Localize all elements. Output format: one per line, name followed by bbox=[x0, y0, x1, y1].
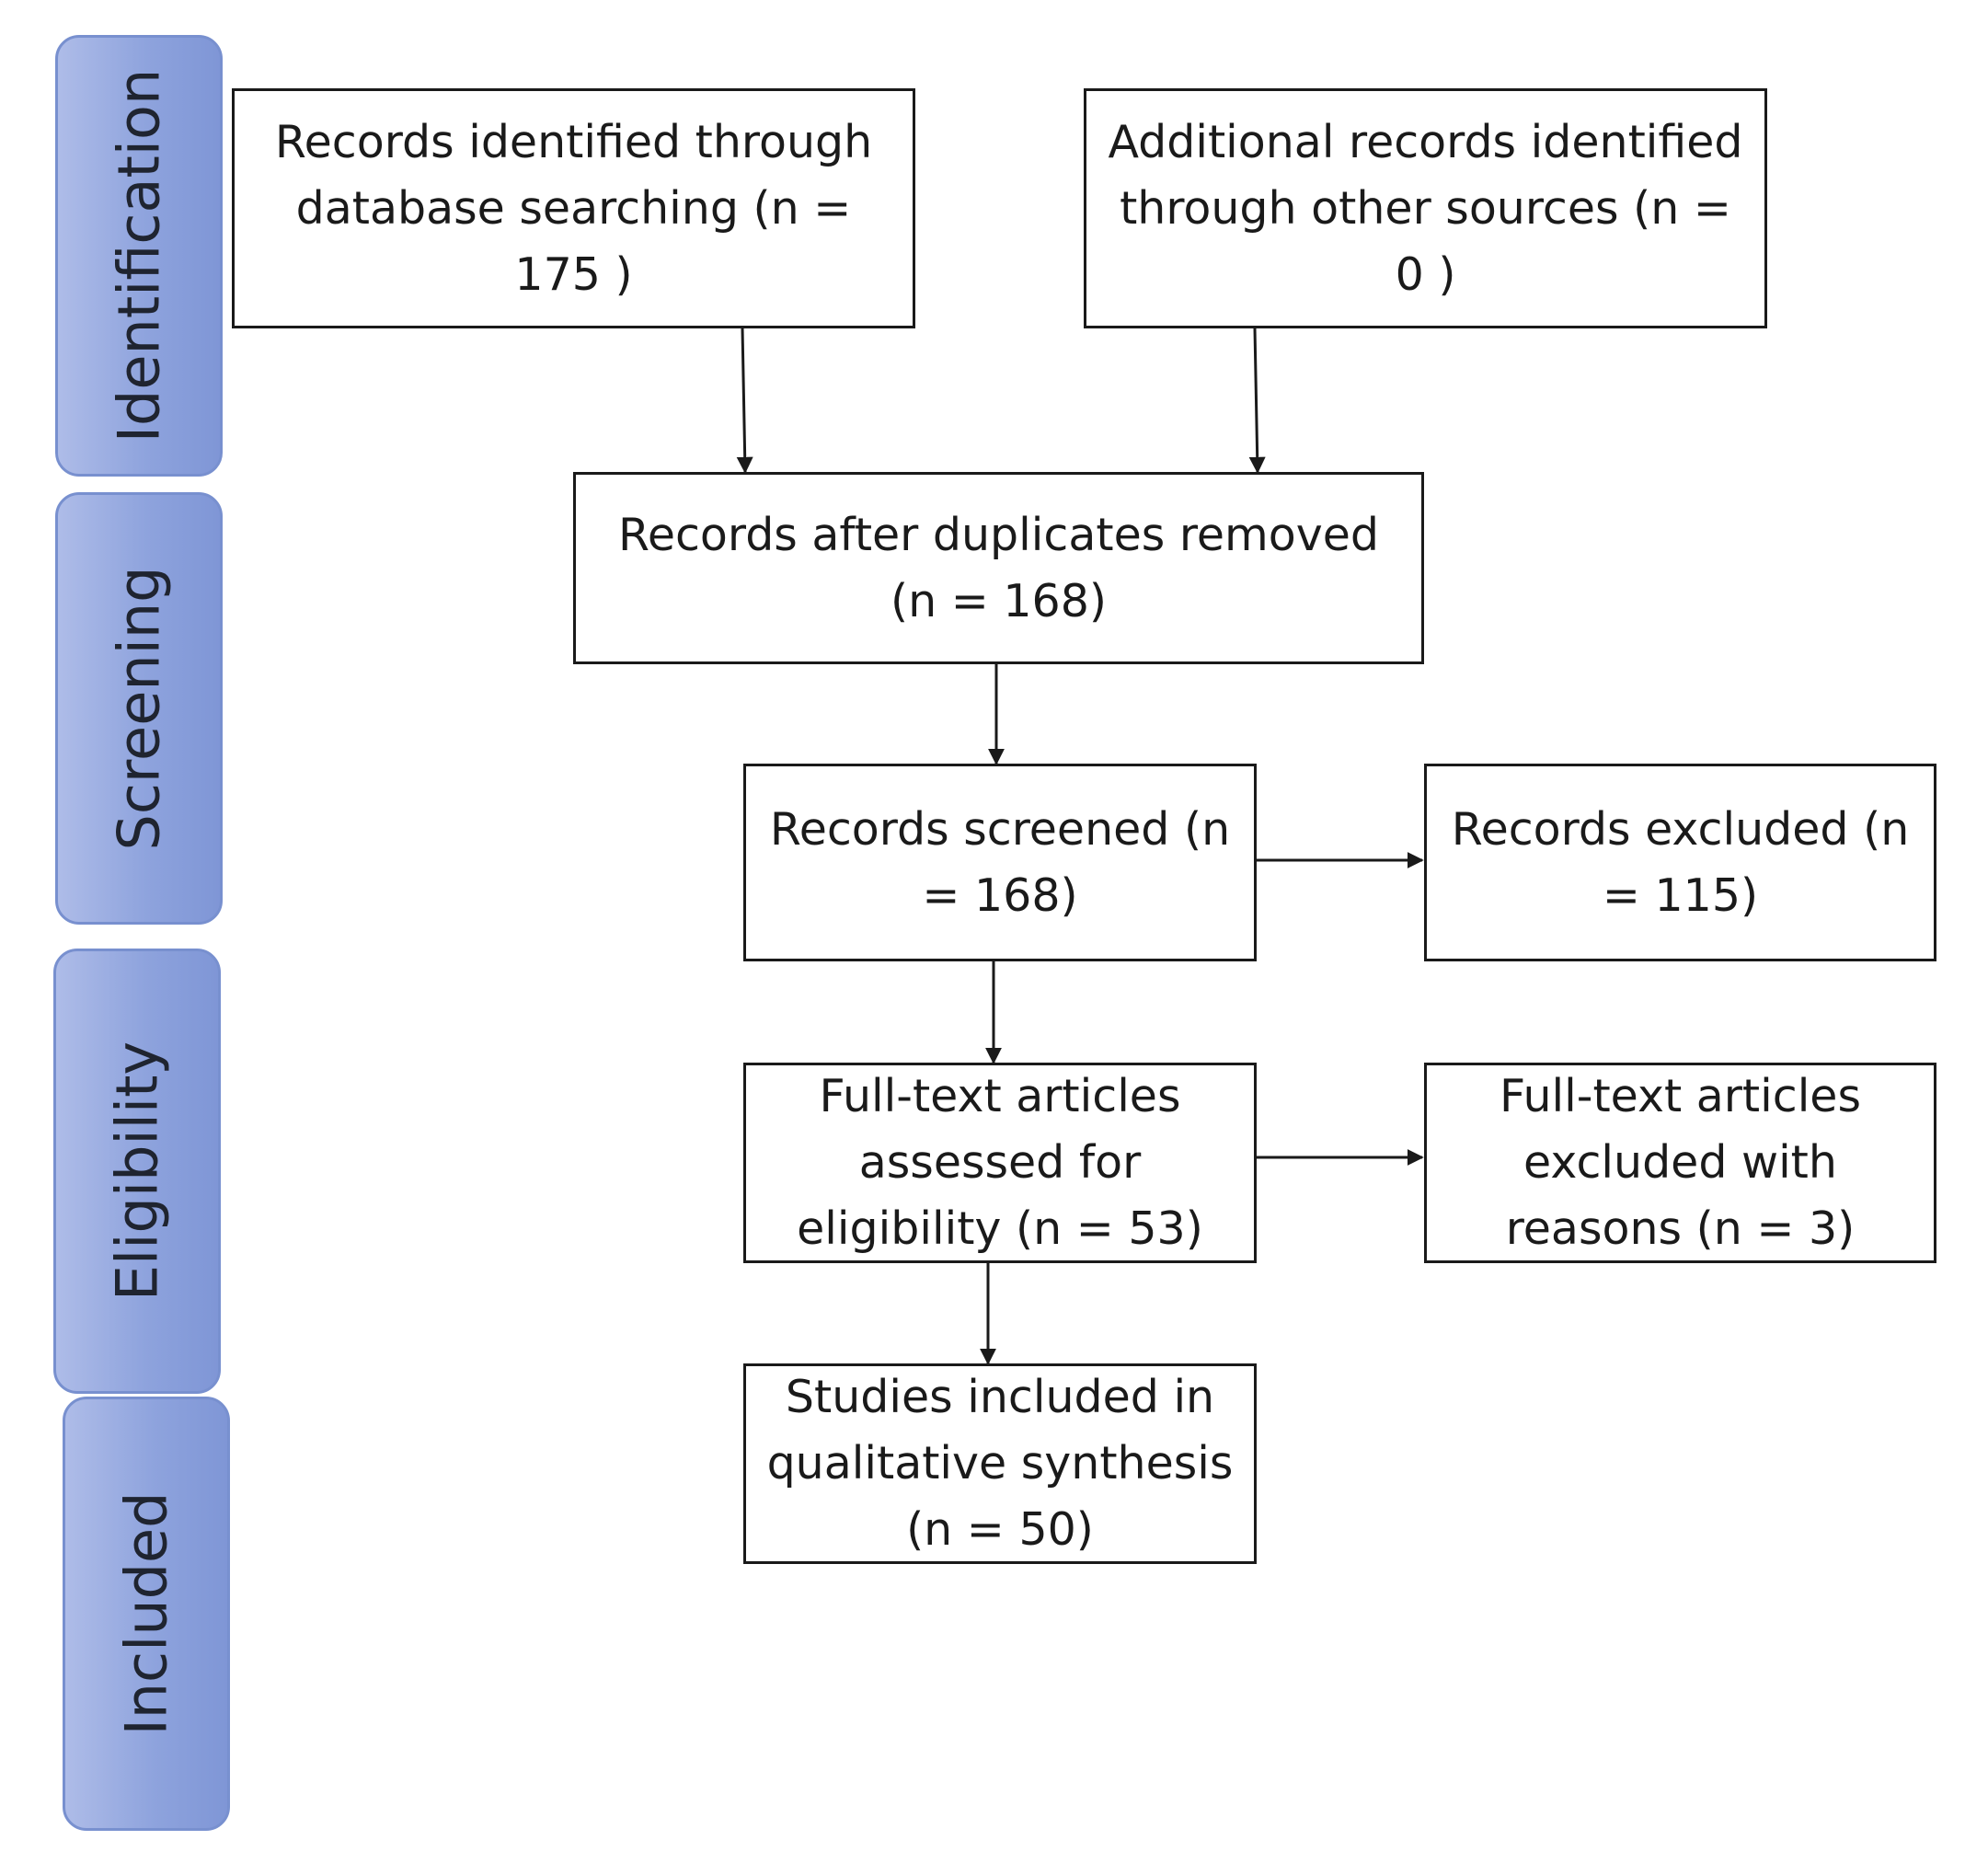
box-records-screened: Records screened (n = 168) bbox=[743, 764, 1257, 961]
box-fulltext-excluded-text: Full-text articles excluded with reasons… bbox=[1500, 1070, 1861, 1255]
box-records-excluded-text: Records excluded (n = 115) bbox=[1451, 802, 1910, 922]
phase-screening: Screening bbox=[55, 492, 223, 925]
box-studies-included: Studies included in qualitative synthesi… bbox=[743, 1363, 1257, 1564]
phase-included: Included bbox=[63, 1397, 230, 1831]
box-fulltext-assessed-text: Full-text articles assessed for eligibil… bbox=[797, 1070, 1203, 1255]
box-fulltext-assessed: Full-text articles assessed for eligibil… bbox=[743, 1063, 1257, 1263]
phase-identification: Identification bbox=[55, 35, 223, 477]
box-studies-included-text: Studies included in qualitative synthesi… bbox=[766, 1371, 1234, 1556]
box-other-records-text: Additional records identified through ot… bbox=[1108, 115, 1743, 301]
arrow-database-to-deduplicated bbox=[736, 328, 753, 474]
box-database-records: Records identified through database sear… bbox=[232, 88, 915, 328]
arrow-other-to-deduplicated bbox=[1248, 328, 1266, 474]
box-database-records-text: Records identified through database sear… bbox=[274, 115, 873, 301]
box-after-duplicates: Records after duplicates removed (n = 16… bbox=[573, 472, 1424, 664]
box-records-screened-text: Records screened (n = 168) bbox=[769, 802, 1231, 922]
phase-eligibility: Eligibility bbox=[53, 949, 221, 1394]
box-records-excluded: Records excluded (n = 115) bbox=[1424, 764, 1936, 961]
box-after-duplicates-text: Records after duplicates removed (n = 16… bbox=[618, 508, 1379, 627]
box-fulltext-excluded: Full-text articles excluded with reasons… bbox=[1424, 1063, 1936, 1263]
box-other-records: Additional records identified through ot… bbox=[1084, 88, 1767, 328]
